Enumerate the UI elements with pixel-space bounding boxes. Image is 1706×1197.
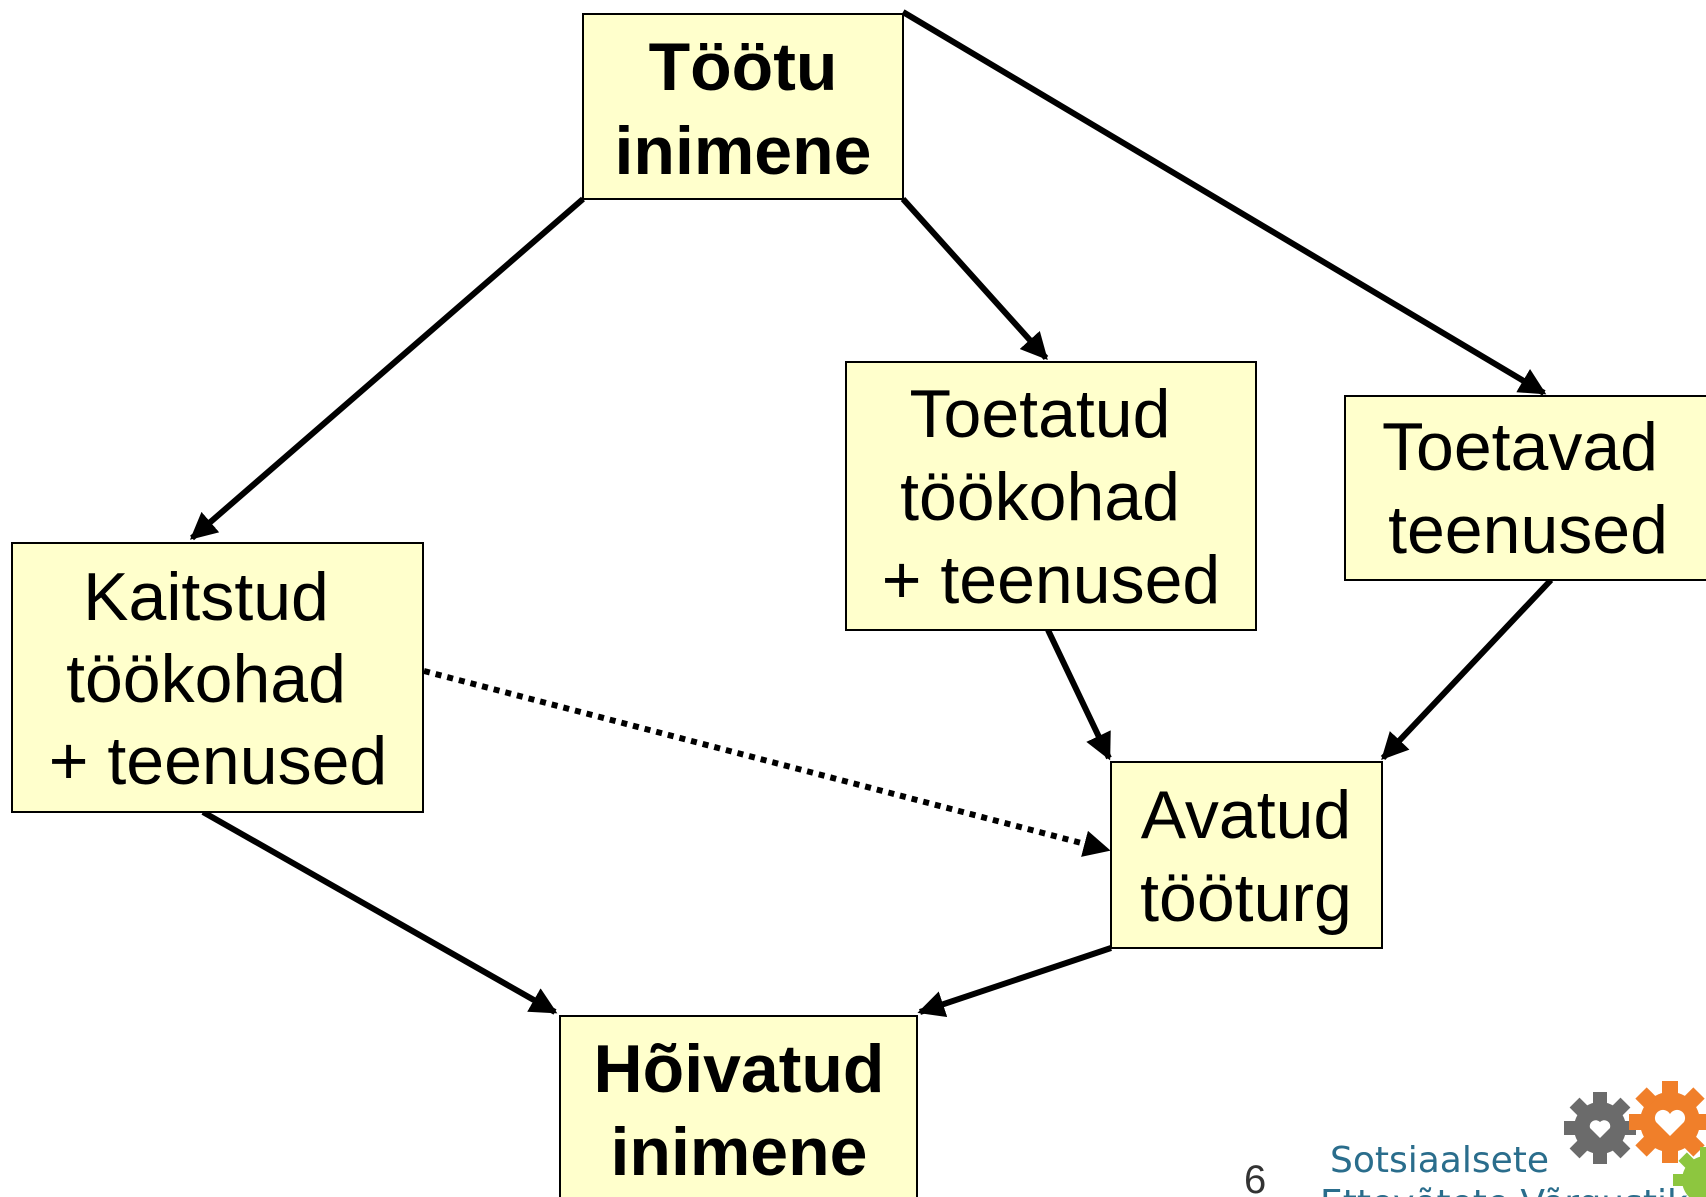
node-protected-line-3: + teenused [49,723,387,799]
logo-text-line-2: Ettevõtete Võrgustik [1320,1183,1688,1197]
edge-unemployed-to-protected [189,196,585,541]
node-support-services: Toetavad teenused [1344,395,1706,581]
node-supported-line-1: Toetatud [910,376,1171,452]
organization-logo: Sotsiaalsete Ettevõtete Võrgustik [1320,1081,1706,1197]
edge-protected-to-employed [201,809,558,1015]
node-supported-jobs: Toetatud töökohad + teenused [845,361,1257,631]
edge-unemployed-to-services [901,9,1547,396]
green-gear-icon [1673,1147,1706,1197]
node-open-labour-market: Avatud tööturg [1110,761,1383,949]
orange-gear-icon [1629,1081,1706,1163]
logo-text-line-1: Sotsiaalsete [1330,1140,1549,1181]
edge-protected-to-open-market-dotted [423,668,1111,857]
node-services-line-2: teenused [1388,492,1668,568]
node-services-line-1: Toetavad [1382,409,1658,485]
edge-unemployed-to-supported [900,196,1049,361]
node-open-market-line-1: Avatud [1141,777,1351,853]
node-protected-line-1: Kaitstud [83,559,329,635]
gray-gear-icon [1564,1092,1636,1164]
node-protected-jobs: Kaitstud töökohad + teenused [11,542,424,813]
node-employed-line-1: Hõivatud [594,1031,885,1107]
node-open-market-line-2: tööturg [1140,860,1352,936]
node-supported-line-3: + teenused [882,542,1220,618]
node-protected-line-2: töökohad [66,641,346,717]
node-unemployed-person: Töötu inimene [582,13,904,200]
page-number: 6 [1244,1158,1266,1197]
node-supported-line-2: töökohad [900,459,1180,535]
node-employed-person: Hõivatud inimene [559,1015,918,1197]
edge-supported-to-open-market [1045,628,1112,761]
node-unemployed-line-2: inimene [615,113,872,189]
node-unemployed-line-1: Töötu [649,29,838,105]
edge-services-to-open-market [1380,577,1554,761]
edge-open-market-to-employed [917,945,1112,1018]
node-employed-line-2: inimene [611,1114,868,1190]
